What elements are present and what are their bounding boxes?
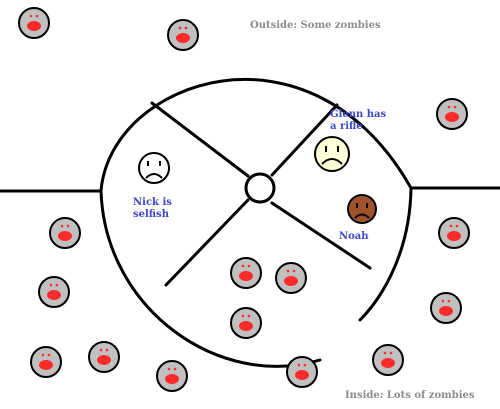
zombie bbox=[167, 19, 199, 51]
zombie bbox=[436, 98, 468, 130]
zombie-eye bbox=[389, 351, 393, 355]
noah-frown bbox=[354, 213, 370, 219]
zombie bbox=[38, 276, 70, 308]
zombie-mouth bbox=[239, 271, 253, 281]
zombie-mouth bbox=[47, 290, 61, 300]
survivor-nick bbox=[138, 152, 170, 184]
glenn-label: Glenn has a rifle bbox=[330, 109, 387, 132]
zombie bbox=[230, 307, 262, 339]
zombie-mouth bbox=[447, 231, 461, 241]
zombie-eye bbox=[41, 353, 45, 357]
zombie-eye bbox=[49, 283, 53, 287]
zombie-eye bbox=[35, 14, 39, 18]
zombie-eye bbox=[173, 367, 177, 371]
zombie-mouth bbox=[239, 321, 253, 331]
zombie-eye bbox=[99, 348, 103, 352]
lower-arc bbox=[99, 189, 322, 368]
zombie-eye bbox=[55, 283, 59, 287]
zombie-mouth bbox=[295, 370, 309, 380]
zombie-eye bbox=[178, 26, 182, 30]
zombie-eye bbox=[303, 363, 307, 367]
zombie-mouth bbox=[176, 33, 190, 43]
zombie-eye bbox=[60, 224, 64, 228]
zombie-eye bbox=[241, 314, 245, 318]
zombie bbox=[49, 217, 81, 249]
door-panel-sw bbox=[164, 198, 250, 287]
zombie bbox=[286, 356, 318, 388]
zombie-eye bbox=[241, 264, 245, 268]
zombie bbox=[88, 341, 120, 373]
zombie-mouth bbox=[439, 306, 453, 316]
zombie-eye bbox=[167, 367, 171, 371]
zombie-mouth bbox=[445, 112, 459, 122]
outside-label: Outside: Some zombies bbox=[250, 20, 381, 31]
lower-right-arc bbox=[358, 186, 413, 322]
zombie bbox=[275, 262, 307, 294]
noah-face bbox=[347, 194, 377, 224]
door-panel-se bbox=[270, 201, 372, 270]
zombie-mouth bbox=[58, 231, 72, 241]
zombie-eye bbox=[447, 105, 451, 109]
glenn-frown bbox=[321, 158, 343, 165]
zombie-mouth bbox=[284, 276, 298, 286]
zombie bbox=[156, 360, 188, 392]
survivor-glenn bbox=[314, 136, 350, 172]
door-panel-ne bbox=[270, 103, 339, 177]
survivor-noah bbox=[347, 194, 377, 224]
nick-face bbox=[138, 152, 170, 184]
zombies bbox=[18, 7, 470, 392]
zombie bbox=[438, 217, 470, 249]
zombie-eye bbox=[292, 269, 296, 273]
zombie-eye bbox=[66, 224, 70, 228]
zombie-eye bbox=[29, 14, 33, 18]
zombie-mouth bbox=[165, 374, 179, 384]
zombie-eye bbox=[383, 351, 387, 355]
zombie-mouth bbox=[27, 21, 41, 31]
door-structure bbox=[0, 77, 500, 368]
door-hub bbox=[244, 172, 276, 204]
zombie-eye bbox=[455, 224, 459, 228]
noah-label: Noah bbox=[339, 231, 369, 242]
zombie-eye bbox=[449, 224, 453, 228]
zombie bbox=[430, 292, 462, 324]
nick-frown bbox=[145, 173, 163, 179]
zombie-eye bbox=[441, 299, 445, 303]
zombie-eye bbox=[286, 269, 290, 273]
upper-arc bbox=[99, 77, 413, 193]
zombie-eye bbox=[297, 363, 301, 367]
zombie-eye bbox=[105, 348, 109, 352]
door-panel-nw bbox=[150, 101, 250, 178]
zombie-eye bbox=[447, 299, 451, 303]
zombie bbox=[30, 346, 62, 378]
zombie-mouth bbox=[97, 355, 111, 365]
zombie-eye bbox=[247, 264, 251, 268]
zombie-eye bbox=[47, 353, 51, 357]
inside-label: Inside: Lots of zombies bbox=[345, 390, 475, 401]
zombie bbox=[230, 257, 262, 289]
zombie-eye bbox=[184, 26, 188, 30]
nick-label: Nick is selfish bbox=[133, 197, 172, 220]
zombie-mouth bbox=[381, 358, 395, 368]
zombie-eye bbox=[247, 314, 251, 318]
glenn-face bbox=[314, 136, 350, 172]
zombie bbox=[372, 344, 404, 376]
zombie-eye bbox=[453, 105, 457, 109]
zombie bbox=[18, 7, 50, 39]
zombie-mouth bbox=[39, 360, 53, 370]
